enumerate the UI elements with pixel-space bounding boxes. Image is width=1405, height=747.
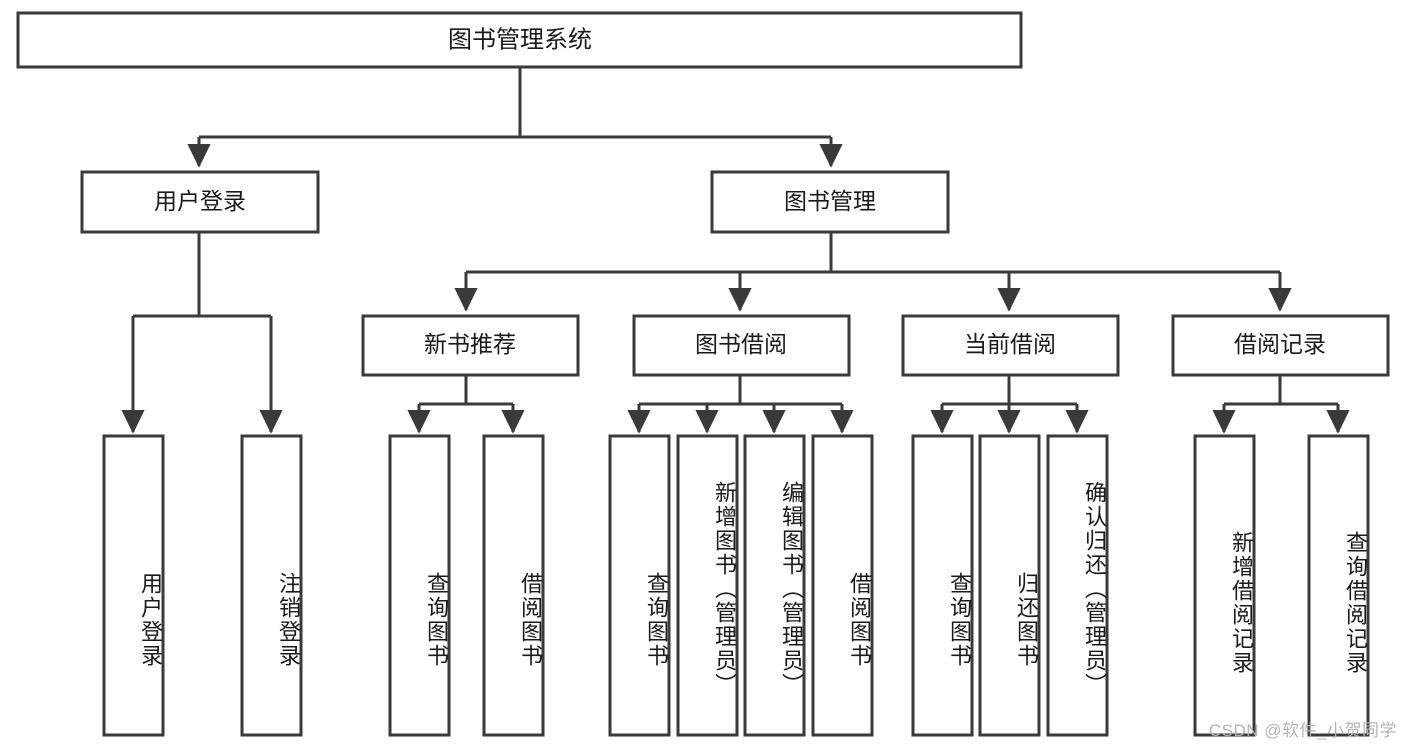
leaf-box-confirm-return[interactable] — [1046, 434, 1109, 737]
csdn-watermark: CSDN @软件_小贺同学 — [1208, 721, 1397, 740]
node-user-login[interactable]: 用户登录 — [80, 170, 320, 234]
node-book-borrow-label: 图书借阅 — [695, 331, 787, 357]
connector-group-user-login — [121, 232, 283, 434]
leaf-box-add-book[interactable] — [676, 434, 739, 737]
connector-group-current-borrow — [930, 375, 1089, 434]
node-root-box[interactable] — [16, 11, 1023, 69]
leaf-box-borrow-book-2[interactable] — [811, 434, 874, 737]
leaf-box-query-book-1[interactable] — [388, 434, 451, 737]
node-root-label: 图书管理系统 — [448, 26, 592, 53]
node-new-book-recommend-box[interactable] — [361, 314, 580, 377]
connector-group-book-management — [454, 232, 1292, 312]
node-new-book-recommend-label: 新书推荐 — [424, 331, 516, 357]
leaf-box-user-login[interactable] — [102, 434, 165, 737]
node-book-management-label: 图书管理 — [784, 188, 876, 214]
node-book-management[interactable]: 图书管理 — [710, 170, 950, 234]
node-book-borrow[interactable]: 图书借阅 — [632, 314, 851, 377]
leaf-box-logout-login[interactable] — [240, 434, 303, 737]
node-book-borrow-box[interactable] — [632, 314, 851, 377]
leaf-box-add-borrow-record[interactable] — [1193, 434, 1256, 737]
node-current-borrow[interactable]: 当前借阅 — [901, 314, 1120, 377]
connector-group-root — [187, 67, 843, 168]
leaf-box-query-borrow-record[interactable] — [1307, 434, 1370, 737]
node-new-book-recommend[interactable]: 新书推荐 — [361, 314, 580, 377]
leaf-box-borrow-book-1[interactable] — [482, 434, 545, 737]
leaf-box-query-book-2[interactable] — [608, 434, 671, 737]
leaf-box-return-book[interactable] — [978, 434, 1041, 737]
connector-group-book-borrow — [627, 375, 854, 434]
node-user-login-box[interactable] — [80, 170, 320, 234]
leaf-box-query-book-3[interactable] — [911, 434, 974, 737]
leaf-box-edit-book[interactable] — [743, 434, 806, 737]
connector-group-borrow-record — [1212, 375, 1350, 434]
node-current-borrow-box[interactable] — [901, 314, 1120, 377]
connector-group-new-book-recommend — [407, 375, 525, 434]
node-borrow-record-box[interactable] — [1171, 314, 1390, 377]
node-book-management-box[interactable] — [710, 170, 950, 234]
node-borrow-record[interactable]: 借阅记录 — [1171, 314, 1390, 377]
node-root[interactable]: 图书管理系统 — [16, 11, 1023, 69]
node-user-login-label: 用户登录 — [154, 188, 246, 214]
node-borrow-record-label: 借阅记录 — [1234, 331, 1326, 357]
node-current-borrow-label: 当前借阅 — [964, 331, 1056, 357]
